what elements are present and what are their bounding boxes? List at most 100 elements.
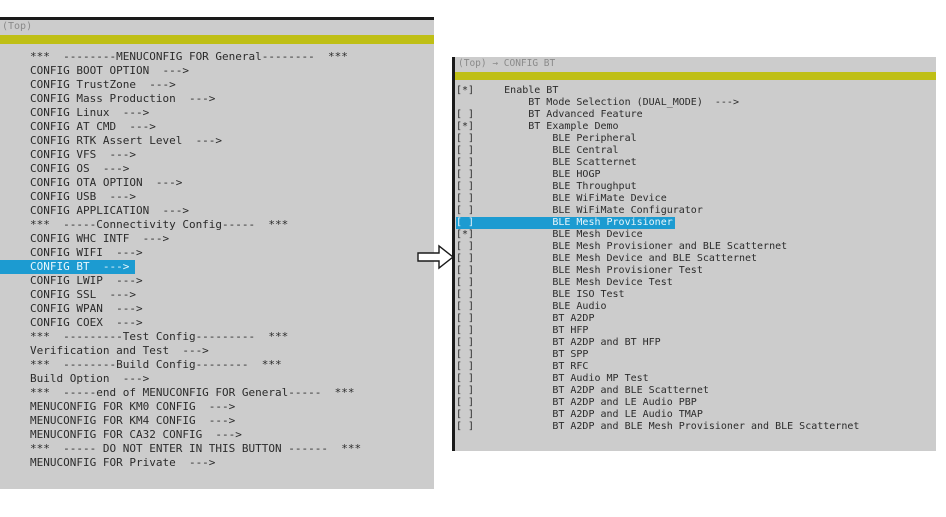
checkbox-unchecked-icon[interactable]: [ ] bbox=[456, 349, 475, 360]
checkbox-unchecked-icon[interactable]: [ ] bbox=[456, 337, 475, 348]
left-menu-item[interactable]: Build Option ---> bbox=[0, 372, 434, 386]
right-menu-item[interactable]: [ ] BT A2DP and LE Audio TMAP bbox=[455, 409, 936, 421]
checkbox-checked-icon[interactable]: [*] bbox=[456, 85, 475, 96]
checkbox-unchecked-icon[interactable]: [ ] bbox=[456, 385, 475, 396]
left-menu-item[interactable]: CONFIG OS ---> bbox=[0, 162, 434, 176]
right-menu-item[interactable]: [ ] BLE Peripheral bbox=[455, 133, 936, 145]
left-menu-item[interactable]: CONFIG AT CMD ---> bbox=[0, 120, 434, 134]
right-menu-item[interactable]: [ ] BLE Mesh Device Test bbox=[455, 277, 936, 289]
right-menu-item[interactable]: [ ] BT HFP bbox=[455, 325, 936, 337]
right-menu-item[interactable]: [ ] BT Advanced Feature bbox=[455, 109, 936, 121]
right-menu-item-label: BT A2DP and BT HFP bbox=[474, 337, 661, 348]
right-menu-item[interactable]: [ ] BLE Audio bbox=[455, 301, 936, 313]
checkbox-unchecked-icon[interactable]: [ ] bbox=[456, 265, 475, 276]
checkbox-unchecked-icon[interactable]: [ ] bbox=[456, 145, 475, 156]
checkbox-unchecked-icon[interactable]: [ ] bbox=[456, 373, 475, 384]
right-menu-item[interactable]: [ ] BT A2DP and LE Audio PBP bbox=[455, 397, 936, 409]
checkbox-checked-icon[interactable]: [*] bbox=[456, 229, 475, 240]
left-menu-item[interactable]: CONFIG LWIP ---> bbox=[0, 274, 434, 288]
left-menu-item[interactable]: Verification and Test ---> bbox=[0, 344, 434, 358]
left-menu-item[interactable]: *** ---------Test Config--------- *** bbox=[0, 330, 434, 344]
config-bt-menuconfig-panel[interactable]: (Top) → CONFIG BT [*] Enable BT BT Mode … bbox=[452, 57, 936, 451]
right-menu-item[interactable]: [ ] BT A2DP and BLE Scatternet bbox=[455, 385, 936, 397]
checkbox-unchecked-icon[interactable]: [ ] bbox=[456, 253, 475, 264]
left-menu-item-label: CONFIG WPAN ---> bbox=[30, 302, 143, 315]
checkbox-unchecked-icon[interactable]: [ ] bbox=[456, 217, 475, 228]
right-menu-item[interactable]: [ ] BT A2DP bbox=[455, 313, 936, 325]
right-menu-item[interactable]: [*] BT Example Demo bbox=[455, 121, 936, 133]
right-menu-item[interactable]: [ ] BLE HOGP bbox=[455, 169, 936, 181]
right-menu-item[interactable]: [ ] BLE WiFiMate Device bbox=[455, 193, 936, 205]
left-menu-item[interactable]: CONFIG TrustZone ---> bbox=[0, 78, 434, 92]
left-menu-item[interactable]: *** -----end of MENUCONFIG FOR General--… bbox=[0, 386, 434, 400]
left-menu-item-label: *** --------MENUCONFIG FOR General------… bbox=[30, 50, 348, 63]
left-menu-item-label: MENUCONFIG FOR KM0 CONFIG ---> bbox=[30, 400, 236, 413]
right-menu-item[interactable]: [ ] BLE Mesh Provisioner bbox=[455, 217, 936, 229]
left-menu-item[interactable]: CONFIG USB ---> bbox=[0, 190, 434, 204]
checkbox-checked-icon[interactable]: [*] bbox=[456, 121, 475, 132]
right-menu-item[interactable]: BT Mode Selection (DUAL_MODE) ---> bbox=[455, 97, 936, 109]
right-menu-item[interactable]: [ ] BLE Mesh Provisioner and BLE Scatter… bbox=[455, 241, 936, 253]
left-menu-item[interactable]: CONFIG VFS ---> bbox=[0, 148, 434, 162]
left-menu-item[interactable]: CONFIG Linux ---> bbox=[0, 106, 434, 120]
right-menu-item[interactable]: [ ] BLE Mesh Device and BLE Scatternet bbox=[455, 253, 936, 265]
right-menu-item[interactable]: [ ] BT SPP bbox=[455, 349, 936, 361]
left-menu-item[interactable]: CONFIG BT ---> bbox=[0, 260, 434, 274]
checkbox-unchecked-icon[interactable]: [ ] bbox=[456, 193, 475, 204]
left-menu-item[interactable]: *** -----Connectivity Config----- *** bbox=[0, 218, 434, 232]
right-menu-item[interactable]: [*] Enable BT bbox=[455, 85, 936, 97]
no-checkbox-spacer bbox=[456, 97, 474, 108]
checkbox-unchecked-icon[interactable]: [ ] bbox=[456, 241, 475, 252]
checkbox-unchecked-icon[interactable]: [ ] bbox=[456, 109, 475, 120]
checkbox-unchecked-icon[interactable]: [ ] bbox=[456, 289, 475, 300]
left-menu-item[interactable]: *** --------MENUCONFIG FOR General------… bbox=[0, 50, 434, 64]
checkbox-unchecked-icon[interactable]: [ ] bbox=[456, 397, 475, 408]
checkbox-unchecked-icon[interactable]: [ ] bbox=[456, 313, 475, 324]
left-menu-item-label: MENUCONFIG FOR Private ---> bbox=[30, 456, 216, 469]
right-menu-item[interactable]: [ ] BLE ISO Test bbox=[455, 289, 936, 301]
checkbox-unchecked-icon[interactable]: [ ] bbox=[456, 205, 475, 216]
left-menu-item[interactable]: MENUCONFIG FOR KM4 CONFIG ---> bbox=[0, 414, 434, 428]
left-menu-item[interactable]: CONFIG APPLICATION ---> bbox=[0, 204, 434, 218]
right-menu-item[interactable]: [ ] BT Audio MP Test bbox=[455, 373, 936, 385]
right-menu-item[interactable]: [ ] BLE Mesh Provisioner Test bbox=[455, 265, 936, 277]
left-menu-item-label: *** ----- DO NOT ENTER IN THIS BUTTON --… bbox=[30, 442, 362, 455]
left-menu-item[interactable]: *** ----- DO NOT ENTER IN THIS BUTTON --… bbox=[0, 442, 434, 456]
checkbox-unchecked-icon[interactable]: [ ] bbox=[456, 409, 475, 420]
left-menu-item[interactable]: CONFIG COEX ---> bbox=[0, 316, 434, 330]
checkbox-unchecked-icon[interactable]: [ ] bbox=[456, 157, 475, 168]
checkbox-unchecked-icon[interactable]: [ ] bbox=[456, 133, 475, 144]
right-panel-menu-list[interactable]: [*] Enable BT BT Mode Selection (DUAL_MO… bbox=[455, 80, 936, 433]
left-menu-item[interactable]: *** --------Build Config-------- *** bbox=[0, 358, 434, 372]
left-menu-item[interactable]: CONFIG Mass Production ---> bbox=[0, 92, 434, 106]
right-menu-item[interactable]: [*] BLE Mesh Device bbox=[455, 229, 936, 241]
left-menu-item[interactable]: CONFIG BOOT OPTION ---> bbox=[0, 64, 434, 78]
left-menu-item[interactable]: CONFIG WHC INTF ---> bbox=[0, 232, 434, 246]
left-menu-item[interactable]: CONFIG RTK Assert Level ---> bbox=[0, 134, 434, 148]
checkbox-unchecked-icon[interactable]: [ ] bbox=[456, 361, 475, 372]
general-menuconfig-panel[interactable]: (Top) *** --------MENUCONFIG FOR General… bbox=[0, 17, 434, 489]
checkbox-unchecked-icon[interactable]: [ ] bbox=[456, 325, 475, 336]
left-menu-item[interactable]: MENUCONFIG FOR KM0 CONFIG ---> bbox=[0, 400, 434, 414]
left-panel-menu-list[interactable]: *** --------MENUCONFIG FOR General------… bbox=[0, 44, 434, 470]
checkbox-unchecked-icon[interactable]: [ ] bbox=[456, 277, 475, 288]
right-menu-item[interactable]: [ ] BLE WiFiMate Configurator bbox=[455, 205, 936, 217]
checkbox-unchecked-icon[interactable]: [ ] bbox=[456, 421, 475, 432]
right-menu-item[interactable]: [ ] BT A2DP and BLE Mesh Provisioner and… bbox=[455, 421, 936, 433]
checkbox-unchecked-icon[interactable]: [ ] bbox=[456, 301, 475, 312]
right-menu-item[interactable]: [ ] BLE Central bbox=[455, 145, 936, 157]
left-menu-item-label: CONFIG OTA OPTION ---> bbox=[30, 176, 183, 189]
left-menu-item[interactable]: CONFIG OTA OPTION ---> bbox=[0, 176, 434, 190]
left-menu-item[interactable]: CONFIG WIFI ---> bbox=[0, 246, 434, 260]
left-menu-item[interactable]: MENUCONFIG FOR CA32 CONFIG ---> bbox=[0, 428, 434, 442]
checkbox-unchecked-icon[interactable]: [ ] bbox=[456, 169, 475, 180]
right-menu-item[interactable]: [ ] BT A2DP and BT HFP bbox=[455, 337, 936, 349]
left-menu-item[interactable]: CONFIG WPAN ---> bbox=[0, 302, 434, 316]
right-menu-item[interactable]: [ ] BT RFC bbox=[455, 361, 936, 373]
left-menu-item[interactable]: CONFIG SSL ---> bbox=[0, 288, 434, 302]
left-menu-item[interactable]: MENUCONFIG FOR Private ---> bbox=[0, 456, 434, 470]
checkbox-unchecked-icon[interactable]: [ ] bbox=[456, 181, 475, 192]
right-menu-item-label: BLE Mesh Device Test bbox=[474, 277, 673, 288]
right-menu-item[interactable]: [ ] BLE Scatternet bbox=[455, 157, 936, 169]
right-menu-item[interactable]: [ ] BLE Throughput bbox=[455, 181, 936, 193]
